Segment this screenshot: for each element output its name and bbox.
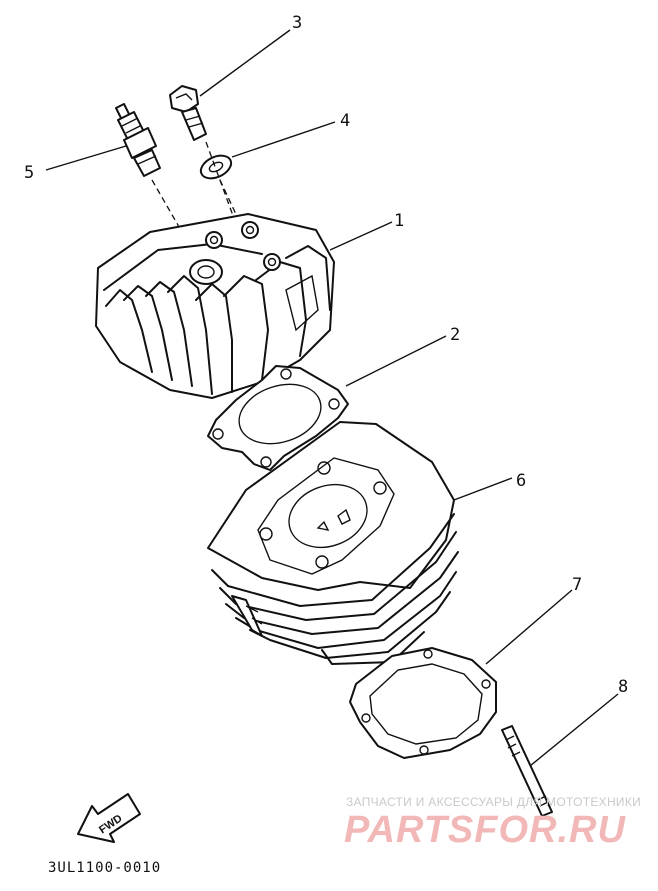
diagram-code: 3UL1100-0010 xyxy=(48,860,161,876)
callout-7: 7 xyxy=(572,575,582,595)
part-3-bolt[interactable] xyxy=(169,85,207,141)
callout-1: 1 xyxy=(394,211,404,231)
part-7-base-gasket[interactable] xyxy=(349,647,497,759)
callout-3: 3 xyxy=(292,13,302,33)
callout-5: 5 xyxy=(24,163,34,183)
callout-4: 4 xyxy=(340,111,350,131)
watermark-logo-text: PARTSFOR.RU xyxy=(344,809,626,851)
leader-4 xyxy=(231,121,336,158)
part-5-spark-plug[interactable] xyxy=(115,103,161,177)
watermark: ЗАПЧАСТИ И АКСЕССУАРЫ ДЛЯ МОТОТЕХНИКИ PA… xyxy=(344,795,641,851)
leader-1 xyxy=(329,221,393,251)
alignment-line-bolt xyxy=(205,141,251,263)
callout-8: 8 xyxy=(618,677,628,697)
part-8-stud[interactable] xyxy=(501,725,553,817)
leader-3 xyxy=(199,29,291,97)
part-1-cylinder-head[interactable] xyxy=(95,213,335,399)
part-4-washer[interactable] xyxy=(197,151,234,183)
leader-5 xyxy=(45,145,127,171)
part-6-cylinder[interactable] xyxy=(207,421,459,665)
leader-8 xyxy=(529,693,619,767)
watermark-tagline: ЗАПЧАСТИ И АКСЕССУАРЫ ДЛЯ МОТОТЕХНИКИ xyxy=(346,795,641,809)
leader-7 xyxy=(485,589,573,665)
callout-6: 6 xyxy=(516,471,526,491)
leader-6 xyxy=(453,477,513,501)
fwd-arrow: FWD xyxy=(77,793,141,843)
callout-2: 2 xyxy=(450,325,460,345)
part-2-head-gasket[interactable] xyxy=(207,365,349,471)
leader-2 xyxy=(345,335,447,387)
